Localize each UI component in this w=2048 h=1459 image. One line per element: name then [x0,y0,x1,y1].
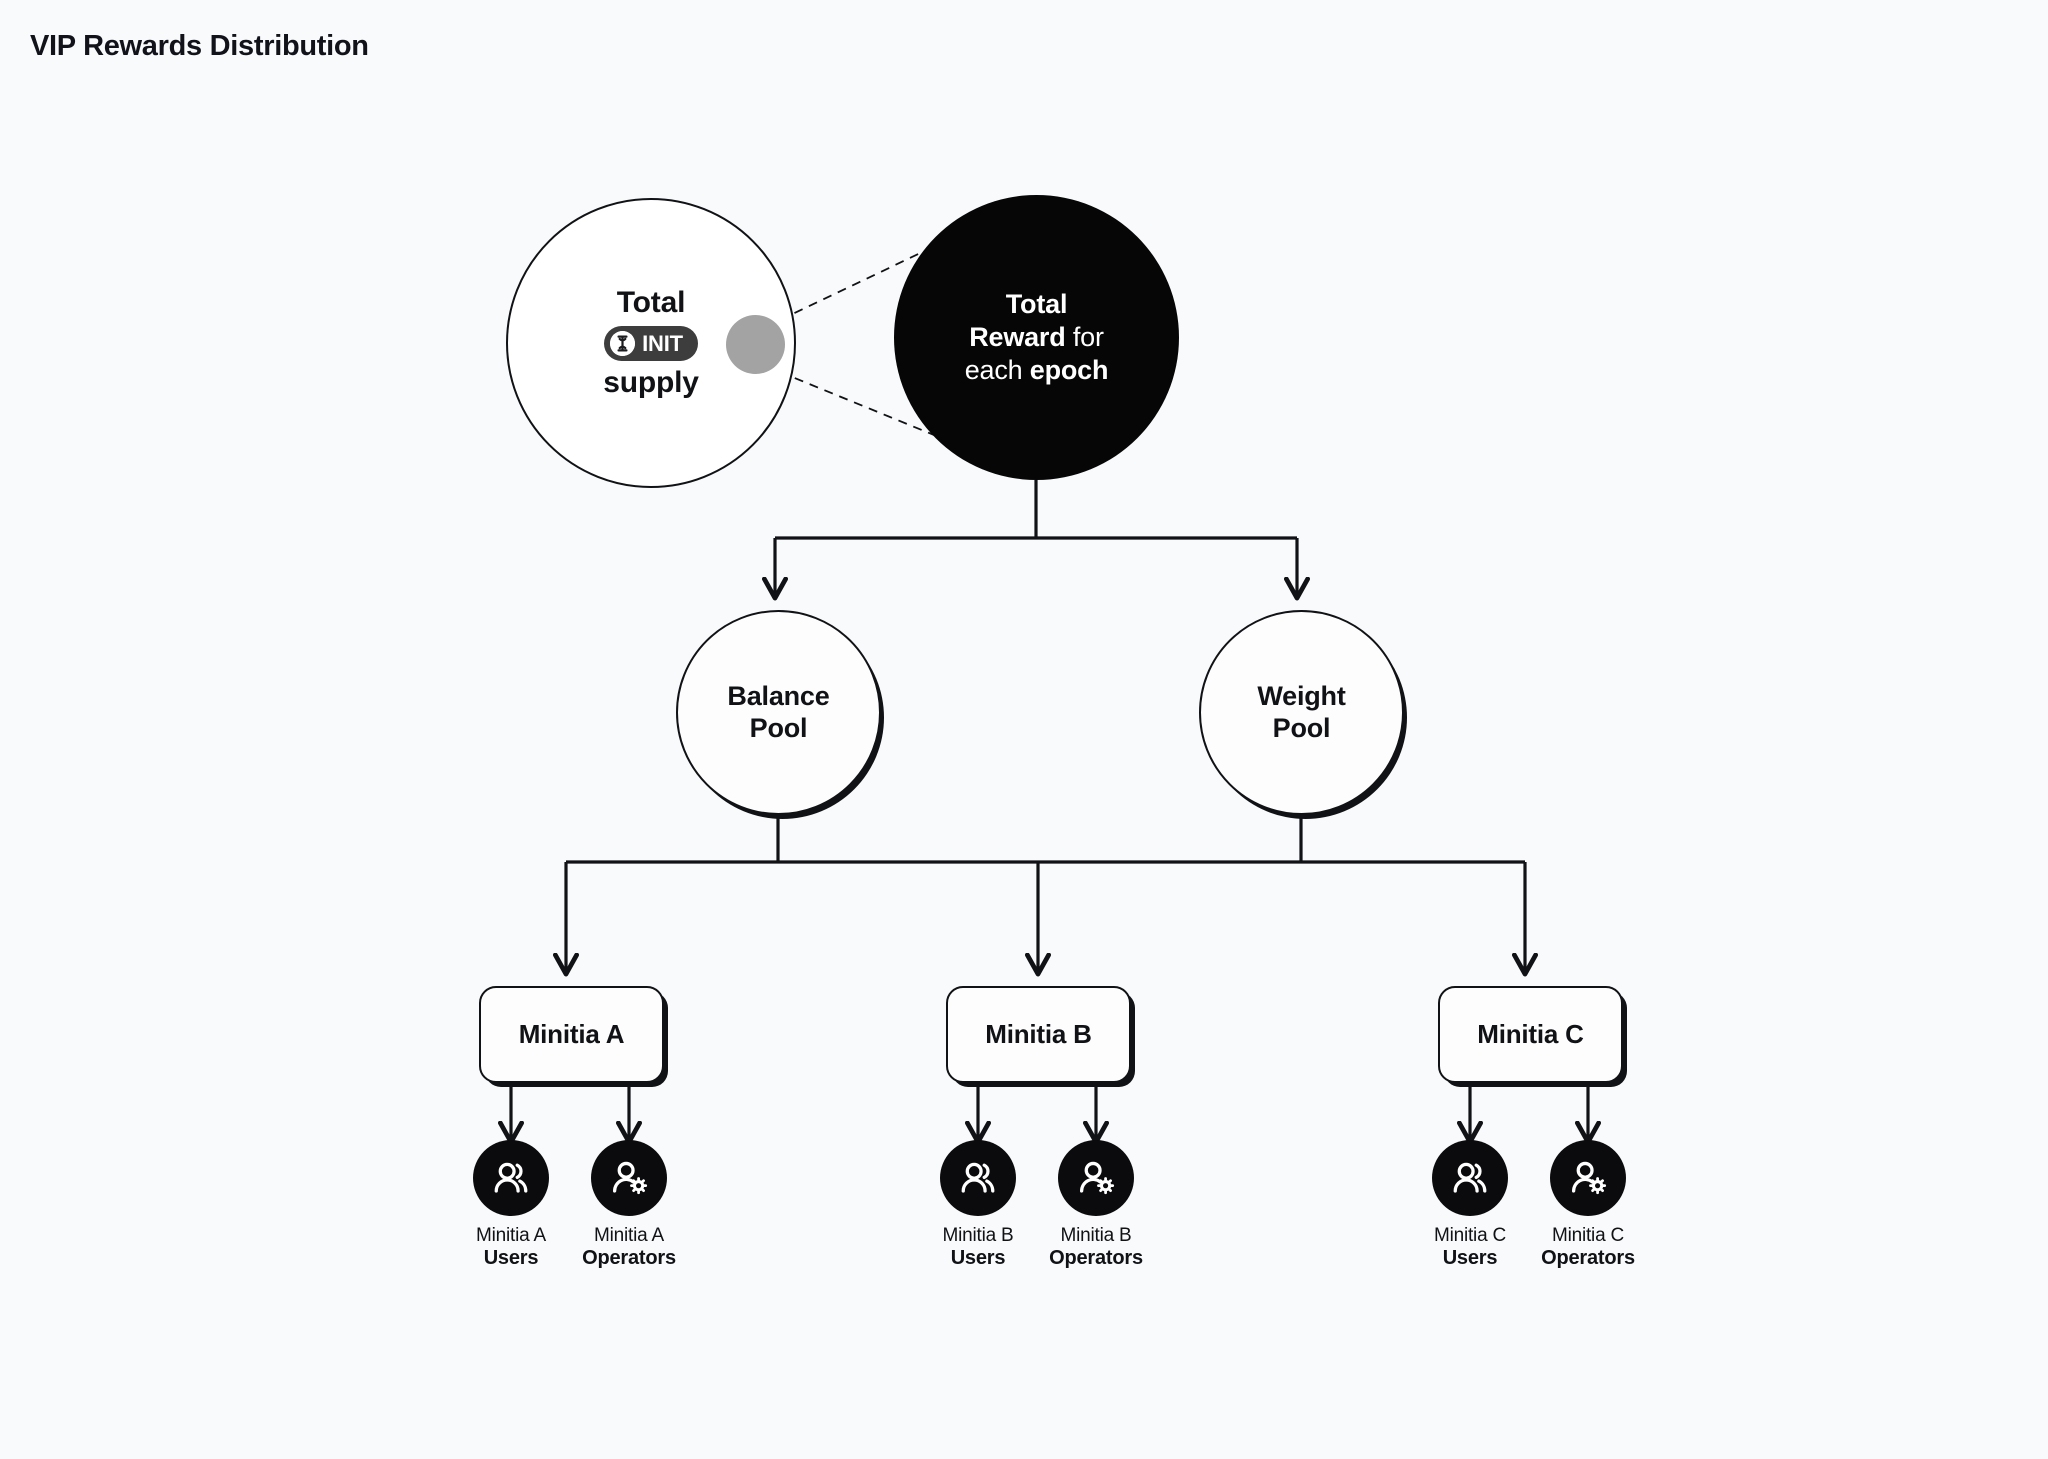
minitia-a-label: Minitia A [518,1019,625,1049]
total-reward-word-reward: Reward [969,322,1066,353]
minitia-c-operators-caption-top: Minitia C [1551,1225,1625,1246]
minitia-c-leaf-edges [1470,1083,1588,1140]
weight-pool-line-2: Pool [1272,712,1331,743]
total-reward-line-3: each epoch [965,354,1109,387]
users-icon [1432,1140,1508,1216]
operators-icon [1550,1140,1626,1216]
balance-pool-line-2: Pool [749,712,808,743]
balance-pool-line-1: Balance [727,680,830,711]
operators-icon [591,1140,667,1216]
minitia-a-users-caption-bottom: Users [483,1247,539,1270]
minitia-a-operators-leaf[interactable]: Minitia A Operators [544,1140,714,1270]
minitia-b-users-leaf[interactable]: Minitia B Users [893,1140,1063,1270]
pools-to-minitias-edges [566,818,1525,972]
init-token-icon [610,331,636,356]
users-icon [473,1140,549,1216]
total-supply-line-2: supply [603,366,699,399]
total-reward-word-total: Total [1005,289,1068,320]
minitia-c-label: Minitia C [1477,1019,1584,1049]
users-icon [940,1140,1016,1216]
total-reward-word-epoch: epoch [1029,354,1109,385]
minitia-a-operators-caption-top: Minitia A [593,1225,664,1246]
minitia-a-operators-caption-bottom: Operators [582,1247,676,1270]
total-reward-line-1: Total [1006,288,1068,321]
total-reward-line-2: Reward for [969,321,1104,354]
minitia-a-node[interactable]: Minitia A [479,986,664,1083]
minitia-c-users-caption-bottom: Users [1442,1247,1498,1270]
init-token-badge[interactable]: INIT [604,326,698,361]
total-reward-word-for: for [1072,322,1104,353]
minitia-c-users-caption-top: Minitia C [1433,1225,1507,1246]
minitia-a-users-leaf[interactable]: Minitia A Users [426,1140,596,1270]
total-supply-line-1: Total [616,286,686,320]
total-supply-node[interactable]: Total INIT supply [506,198,796,488]
operators-icon [1058,1140,1134,1216]
balance-pool-node[interactable]: Balance Pool [676,610,881,815]
minitia-c-operators-caption-bottom: Operators [1541,1247,1635,1270]
init-badge-label: INIT [642,330,683,356]
minitia-b-label: Minitia B [985,1019,1092,1049]
minitia-b-users-caption-top: Minitia B [942,1225,1014,1246]
minitia-b-users-caption-bottom: Users [950,1247,1006,1270]
minitia-c-node[interactable]: Minitia C [1438,986,1623,1083]
minitia-c-operators-leaf[interactable]: Minitia C Operators [1503,1140,1673,1270]
minitia-c-users-leaf[interactable]: Minitia C Users [1385,1140,1555,1270]
total-reward-node[interactable]: Total Reward for each epoch [894,195,1179,480]
weight-pool-line-1: Weight [1257,680,1346,711]
minitia-b-operators-leaf[interactable]: Minitia B Operators [1011,1140,1181,1270]
minitia-b-node[interactable]: Minitia B [946,986,1131,1083]
minitia-a-leaf-edges [511,1083,629,1140]
reward-to-pools-edges [775,480,1297,596]
total-reward-word-each: each [964,354,1023,385]
reward-slice-indicator [726,315,785,374]
minitia-b-leaf-edges [978,1083,1096,1140]
weight-pool-node[interactable]: Weight Pool [1199,610,1404,815]
minitia-a-users-caption-top: Minitia A [475,1225,546,1246]
page-title: VIP Rewards Distribution [30,30,369,62]
minitia-b-operators-caption-bottom: Operators [1049,1247,1143,1270]
minitia-b-operators-caption-top: Minitia B [1060,1225,1132,1246]
